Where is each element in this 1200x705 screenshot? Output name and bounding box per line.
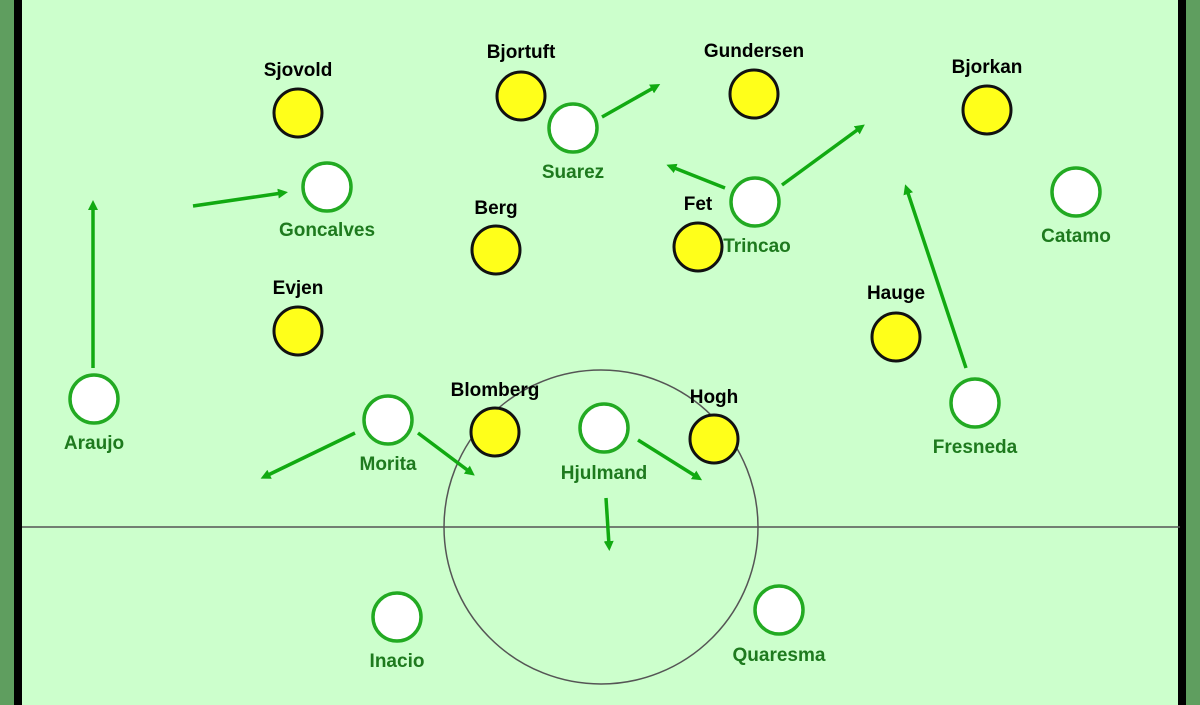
player-marker — [1050, 166, 1102, 218]
home-player-fresneda: Fresneda — [933, 377, 1018, 458]
arrow-morita-left — [260, 431, 356, 479]
player-name: Morita — [360, 454, 417, 475]
player-marker — [470, 224, 522, 276]
away-player-hogh: Hogh — [688, 387, 740, 465]
player-name: Sjovold — [264, 60, 333, 81]
home-player-trincao: Trincao — [723, 176, 791, 257]
player-marker — [870, 311, 922, 363]
away-player-bjorkan: Bjorkan — [952, 57, 1023, 136]
away-player-blomberg: Blomberg — [451, 380, 540, 458]
away-player-bjortuft: Bjortuft — [487, 42, 556, 122]
away-player-evjen: Evjen — [272, 278, 324, 357]
arrow-goncalves — [192, 188, 288, 208]
player-name: Berg — [474, 198, 517, 219]
movement-arrows — [88, 84, 968, 551]
player-marker — [495, 70, 547, 122]
away-player-berg: Berg — [470, 198, 522, 276]
player-marker — [469, 406, 521, 458]
home-player-quaresma: Quaresma — [733, 584, 826, 666]
home-player-inacio: Inacio — [370, 591, 425, 672]
home-player-goncalves: Goncalves — [279, 161, 375, 241]
player-marker — [301, 161, 353, 213]
player-name: Trincao — [723, 236, 791, 257]
player-name: Quaresma — [733, 645, 826, 666]
arrow-suarez — [601, 84, 661, 119]
player-marker — [371, 591, 423, 643]
player-name: Fet — [684, 194, 713, 215]
home-player-araujo: Araujo — [64, 373, 124, 454]
player-marker — [578, 402, 630, 454]
player-marker — [68, 373, 120, 425]
player-name: Catamo — [1041, 226, 1111, 247]
player-name: Suarez — [542, 162, 604, 183]
player-marker — [728, 68, 780, 120]
player-marker — [949, 377, 1001, 429]
player-name: Araujo — [64, 433, 124, 454]
away-player-sjovold: Sjovold — [264, 60, 333, 139]
player-name: Hauge — [867, 283, 925, 304]
player-marker — [672, 221, 724, 273]
player-marker — [362, 394, 414, 446]
player-name: Gundersen — [704, 41, 804, 62]
player-marker — [688, 413, 740, 465]
player-name: Bjortuft — [487, 42, 556, 63]
home-player-suarez: Suarez — [542, 102, 604, 183]
player-marker — [272, 305, 324, 357]
player-name: Hjulmand — [561, 463, 648, 484]
player-name: Evjen — [273, 278, 324, 299]
player-marker — [272, 87, 324, 139]
player-marker — [547, 102, 599, 154]
player-marker — [961, 84, 1013, 136]
home-player-catamo: Catamo — [1041, 166, 1111, 247]
player-name: Inacio — [370, 651, 425, 672]
away-player-hauge: Hauge — [867, 283, 925, 363]
centre-circle — [443, 369, 759, 685]
player-name: Bjorkan — [952, 57, 1023, 78]
player-marker — [729, 176, 781, 228]
away-player-fet: Fet — [672, 194, 724, 273]
away-player-gundersen: Gundersen — [704, 41, 804, 120]
player-marker — [753, 584, 805, 636]
player-name: Blomberg — [451, 380, 540, 401]
arrow-trincao-left — [666, 163, 726, 190]
arrow-morita-right — [416, 431, 475, 476]
arrow-hjulmand-down — [603, 497, 614, 551]
player-name: Fresneda — [933, 437, 1018, 458]
home-player-hjulmand: Hjulmand — [561, 402, 648, 484]
home-player-morita: Morita — [360, 394, 417, 475]
arrow-fresneda — [903, 184, 968, 369]
player-name: Hogh — [690, 387, 739, 408]
arrow-hjulmand-right — [637, 438, 703, 481]
player-name: Goncalves — [279, 220, 375, 241]
arrow-trincao-right — [780, 124, 865, 187]
